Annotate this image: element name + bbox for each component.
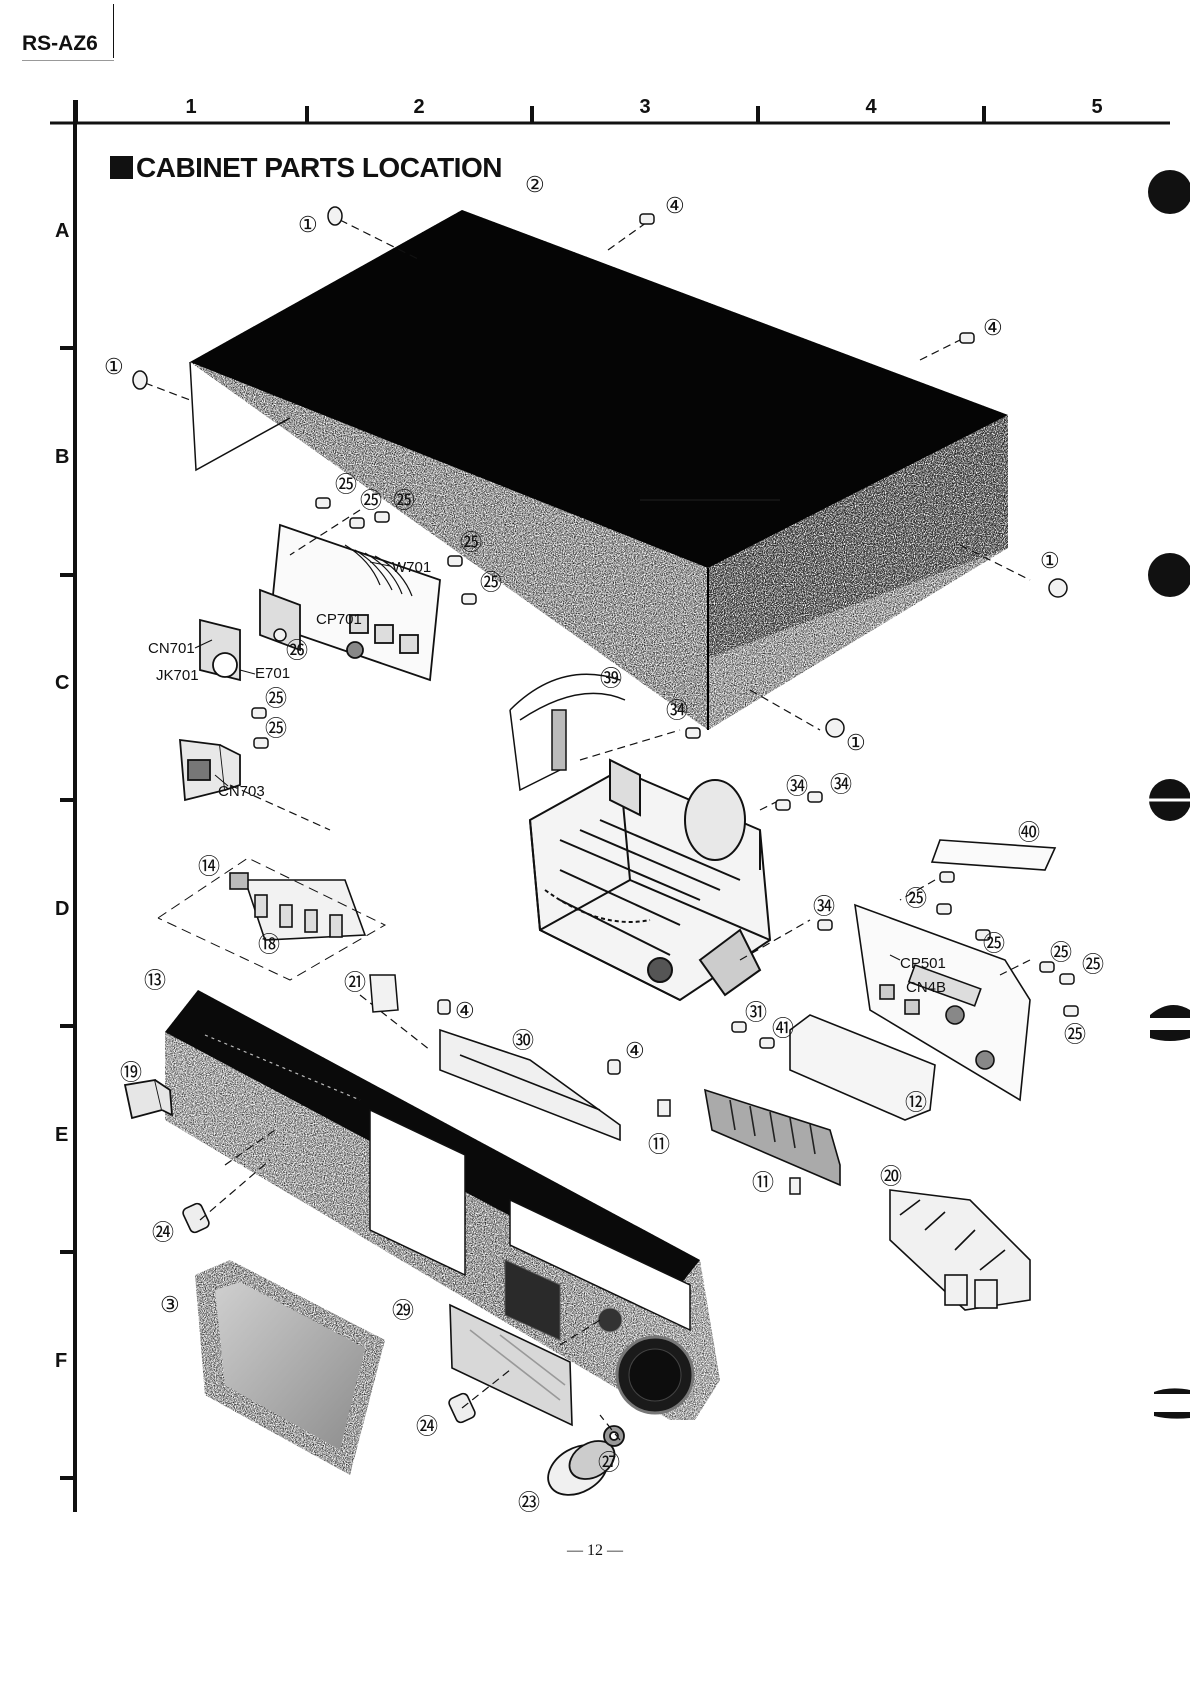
rear-jack-board <box>200 525 440 680</box>
screw-icon <box>686 728 700 738</box>
callout-label: ④ <box>455 998 475 1023</box>
callout-label: ㊴ <box>600 666 622 691</box>
callout-label: ㉞ <box>666 698 688 723</box>
callout-label: ㉖ <box>286 638 308 663</box>
component-label: CN701 <box>148 640 195 657</box>
display-holder-12 <box>705 1015 935 1185</box>
callout-label: ㉔ <box>416 1414 438 1439</box>
clip-icon <box>790 1178 800 1194</box>
screw-icon <box>826 719 844 737</box>
callout-label: ④ <box>983 315 1003 340</box>
callout-label: ㉕ <box>460 530 482 555</box>
callout-label: ③ <box>160 1292 180 1317</box>
callout-label: ④ <box>625 1038 645 1063</box>
component-label: W701 <box>392 559 431 576</box>
callout-label: ㊵ <box>1018 820 1040 845</box>
callout-label: ⑲ <box>120 1060 142 1085</box>
callout-label: ㉕ <box>1064 1022 1086 1047</box>
callout-label: ㉗ <box>598 1450 620 1475</box>
holder-icon <box>370 975 398 1012</box>
screw-icon <box>350 518 364 528</box>
callout-label: ⑭ <box>198 854 220 879</box>
callout-label: ㉛ <box>745 1000 767 1025</box>
binding-hole <box>1150 1005 1190 1018</box>
callout-label: ㉕ <box>983 931 1005 956</box>
screw-icon <box>274 629 286 641</box>
callout-label: ㉕ <box>265 716 287 741</box>
callout-label: ㉚ <box>512 1028 534 1053</box>
clip-icon <box>658 1100 670 1116</box>
screw-icon <box>328 207 342 225</box>
page-number: — 12 — <box>0 1542 1190 1560</box>
component-label: CP501 <box>900 955 946 972</box>
callout-label: ⑪ <box>752 1170 774 1195</box>
callout-label: ⑫ <box>905 1090 927 1115</box>
callout-label: ㉞ <box>830 772 852 797</box>
callout-label: ㉕ <box>905 886 927 911</box>
button-19 <box>125 1080 172 1118</box>
component-label: CN4B <box>906 979 946 996</box>
screw-icon <box>1064 1006 1078 1016</box>
deck-mechanism <box>530 760 770 1000</box>
component-label: JK701 <box>156 667 199 684</box>
screw-icon <box>776 800 790 810</box>
screw-icon <box>608 1060 620 1074</box>
callout-label: ㉕ <box>265 686 287 711</box>
switch-unit-20 <box>890 1190 1030 1310</box>
screw-icon <box>940 872 954 882</box>
callout-label: ㉙ <box>392 1298 414 1323</box>
screw-icon <box>640 214 654 224</box>
callout-label: ② <box>525 172 545 197</box>
component-label: CP701 <box>316 611 362 628</box>
binding-hole <box>1148 170 1190 214</box>
component-label: E701 <box>255 665 290 682</box>
binding-hole <box>1148 553 1190 597</box>
screw-icon <box>462 594 476 604</box>
cabinet-cover <box>190 210 1008 730</box>
callout-label: ① <box>298 212 318 237</box>
callout-label: ⑪ <box>648 1132 670 1157</box>
callout-label: ⑬ <box>144 968 166 993</box>
callout-label: ⑱ <box>258 932 280 957</box>
screw-icon <box>438 1000 450 1014</box>
exploded-view-diagram: ① ① ① ① ② ③ ④ ④ ④ ④ ⑪ ⑪ ⑫ ⑬ ⑭ ⑱ ⑲ ⑳ ㉑ ㉓ … <box>0 0 1140 1540</box>
callout-label: ㉔ <box>152 1220 174 1245</box>
callout-label: ① <box>1040 548 1060 573</box>
callout-label: ㉓ <box>518 1490 540 1515</box>
screw-icon <box>1060 974 1074 984</box>
binding-holes <box>1140 160 1190 1420</box>
callout-label: ㉑ <box>344 970 366 995</box>
callout-label: ㊶ <box>772 1016 794 1041</box>
callout-label: ㉞ <box>786 774 808 799</box>
callout-label: ㉕ <box>480 570 502 595</box>
callout-label: ㉕ <box>335 472 357 497</box>
screw-icon <box>808 792 822 802</box>
callout-label: ㉕ <box>360 488 382 513</box>
screw-icon <box>133 371 147 389</box>
screw-icon <box>448 556 462 566</box>
screw-icon <box>937 904 951 914</box>
display-window-3 <box>195 1260 385 1475</box>
flat-cable-39 <box>510 674 625 790</box>
screw-icon <box>960 333 974 343</box>
callout-label: ㉕ <box>1082 952 1104 977</box>
callout-label: ⑳ <box>880 1164 902 1189</box>
component-label: CN703 <box>218 783 265 800</box>
screw-icon <box>1049 579 1067 597</box>
screw-icon <box>375 512 389 522</box>
screw-icon <box>252 708 266 718</box>
binding-hole <box>1154 1388 1190 1394</box>
screw-icon <box>316 498 330 508</box>
callout-label: ① <box>846 730 866 755</box>
screw-icon <box>732 1022 746 1032</box>
callout-label: ④ <box>665 193 685 218</box>
screw-icon <box>818 920 832 930</box>
callout-label: ㉕ <box>393 488 415 513</box>
callout-label: ① <box>104 354 124 379</box>
callout-label: ㉕ <box>1050 940 1072 965</box>
callout-label: ㉞ <box>813 894 835 919</box>
switch-board-18 <box>158 858 385 980</box>
